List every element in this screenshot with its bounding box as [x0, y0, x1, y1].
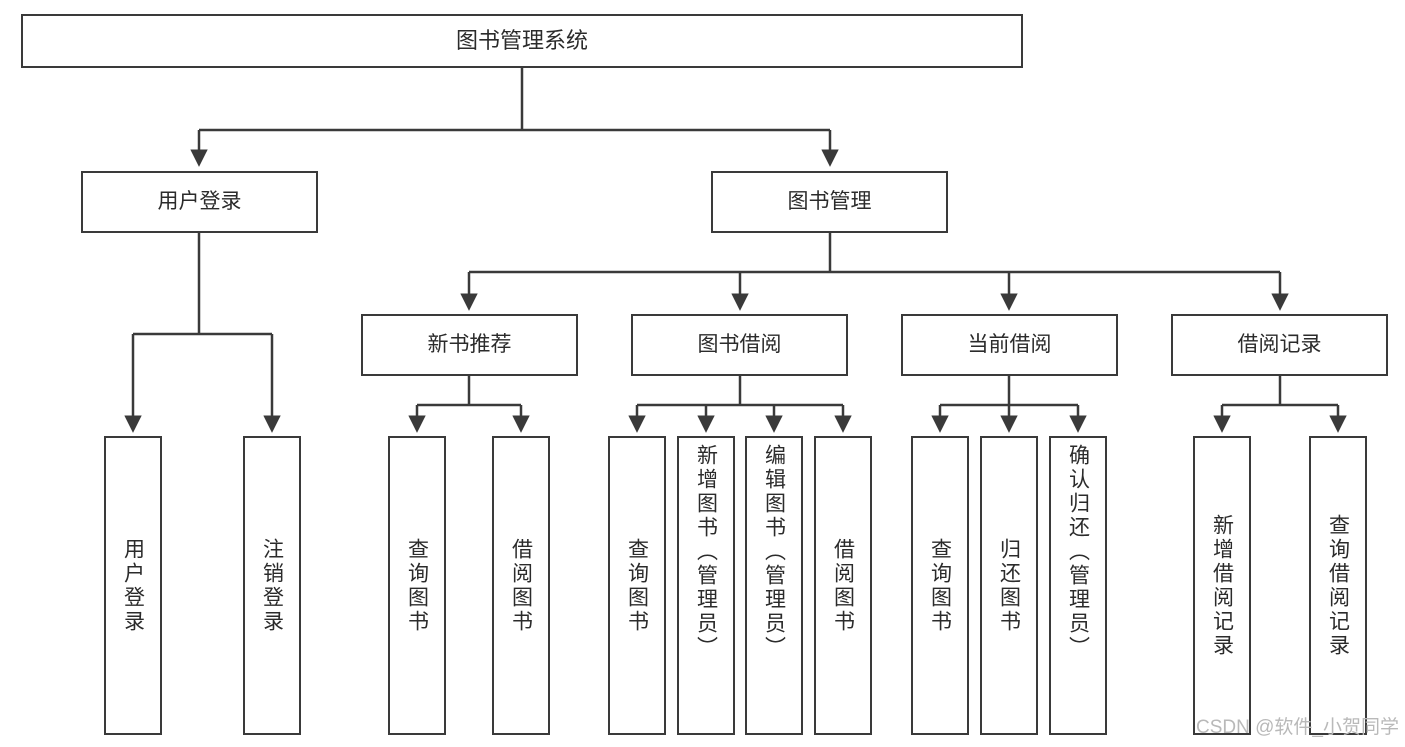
leaf-new-book-borrow-books[interactable]: 借阅图书 — [492, 436, 550, 735]
node-label: 归还图书 — [997, 537, 1021, 634]
leaf-current-borrow-query-books[interactable]: 查询图书 — [911, 436, 969, 735]
leaf-borrow-record-add-record[interactable]: 新增借阅记录 — [1193, 436, 1251, 735]
node-label: 新增图书（管理员） — [694, 444, 718, 660]
node-user-login[interactable]: 用户登录 — [81, 171, 318, 233]
node-label: 图书管理系统 — [455, 28, 588, 54]
node-root-book-management-system[interactable]: 图书管理系统 — [21, 14, 1023, 68]
node-label: 用户登录 — [121, 537, 145, 634]
node-label: 查询图书 — [928, 537, 952, 634]
node-label: 编辑图书（管理员） — [762, 444, 786, 660]
leaf-book-borrow-edit-book-admin[interactable]: 编辑图书（管理员） — [745, 436, 803, 735]
node-book-borrow[interactable]: 图书借阅 — [631, 314, 848, 376]
node-label: 查询图书 — [625, 537, 649, 634]
node-label: 图书借阅 — [697, 332, 782, 356]
node-label: 借阅图书 — [831, 537, 855, 634]
node-label: 借阅记录 — [1237, 332, 1322, 356]
leaf-book-borrow-add-book-admin[interactable]: 新增图书（管理员） — [677, 436, 735, 735]
node-current-borrow[interactable]: 当前借阅 — [901, 314, 1118, 376]
leaf-user-login-logout[interactable]: 注销登录 — [243, 436, 301, 735]
leaf-new-book-query-books[interactable]: 查询图书 — [388, 436, 446, 735]
node-borrow-record[interactable]: 借阅记录 — [1171, 314, 1388, 376]
node-label: 图书管理 — [787, 189, 872, 213]
node-label: 当前借阅 — [967, 332, 1052, 356]
leaf-current-borrow-confirm-return-admin[interactable]: 确认归还（管理员） — [1049, 436, 1107, 735]
leaf-borrow-record-query-record[interactable]: 查询借阅记录 — [1309, 436, 1367, 735]
node-new-book-recommend[interactable]: 新书推荐 — [361, 314, 578, 376]
node-label: 确认归还（管理员） — [1066, 444, 1090, 660]
node-label: 新增借阅记录 — [1210, 513, 1234, 658]
node-label: 注销登录 — [260, 537, 284, 634]
node-label: 查询图书 — [405, 537, 429, 634]
node-label: 新书推荐 — [427, 332, 512, 356]
node-label: 查询借阅记录 — [1326, 513, 1350, 658]
leaf-book-borrow-borrow-books[interactable]: 借阅图书 — [814, 436, 872, 735]
node-label: 借阅图书 — [509, 537, 533, 634]
leaf-user-login-login[interactable]: 用户登录 — [104, 436, 162, 735]
leaf-current-borrow-return-books[interactable]: 归还图书 — [980, 436, 1038, 735]
node-book-management[interactable]: 图书管理 — [711, 171, 948, 233]
node-label: 用户登录 — [157, 189, 242, 213]
leaf-book-borrow-query-books[interactable]: 查询图书 — [608, 436, 666, 735]
